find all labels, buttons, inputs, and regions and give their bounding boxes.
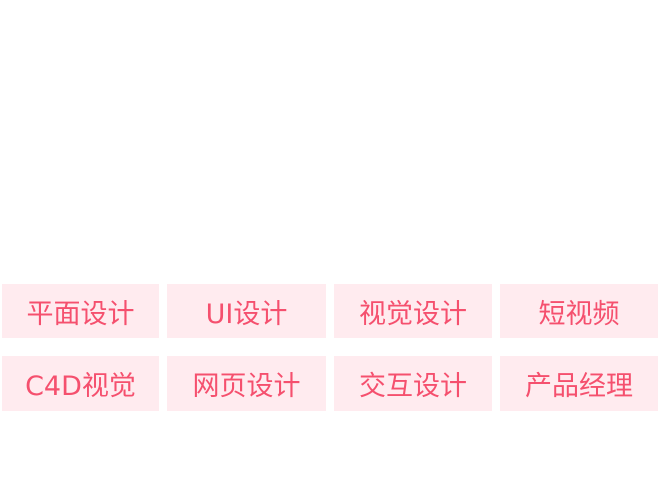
tag-short-video[interactable]: 短视频 — [500, 284, 658, 338]
tag-web-design[interactable]: 网页设计 — [167, 356, 326, 411]
tag-graphic-design[interactable]: 平面设计 — [2, 284, 159, 338]
tag-product-manager[interactable]: 产品经理 — [500, 356, 658, 411]
category-tag-grid: 平面设计 UI设计 视觉设计 短视频 C4D视觉 网页设计 交互设计 产品经理 — [2, 284, 658, 411]
tag-visual-design[interactable]: 视觉设计 — [334, 284, 492, 338]
tag-ui-design[interactable]: UI设计 — [167, 284, 326, 338]
tag-c4d-visual[interactable]: C4D视觉 — [2, 356, 159, 411]
tag-interaction-design[interactable]: 交互设计 — [334, 356, 492, 411]
